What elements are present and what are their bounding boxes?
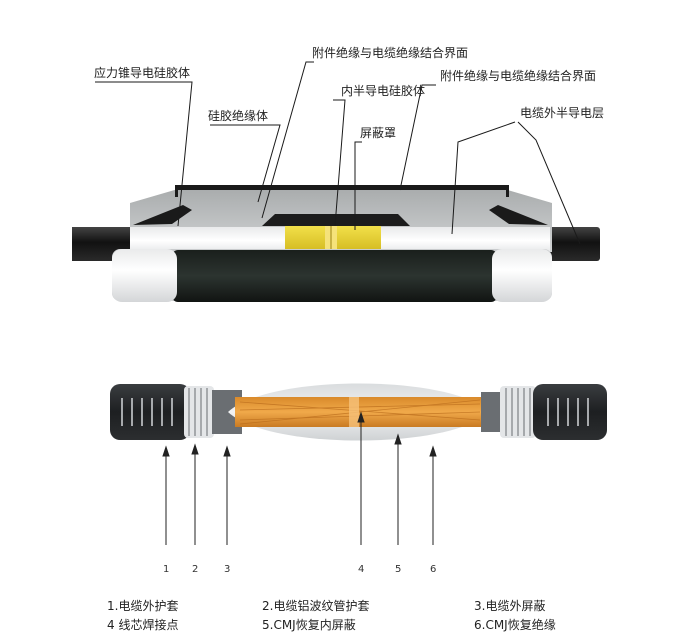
left-jacket-ribs [121, 398, 173, 426]
bottom-arrows [162, 411, 437, 545]
left-corrugation [188, 388, 208, 436]
label-inner-semi: 内半导电硅胶体 [341, 83, 425, 98]
jacket-end-left [112, 249, 177, 302]
stress-cone-right [489, 205, 548, 225]
band-end-left [175, 185, 178, 197]
legend-item-4: 4 线芯焊接点 [107, 618, 179, 632]
legend-item-3: 3.电缆外屏蔽 [474, 599, 546, 613]
right-outer-shield [481, 392, 503, 432]
legend-item-1: 1.电缆外护套 [107, 599, 179, 613]
left-outer-jacket [110, 384, 190, 440]
number-3: 3 [224, 564, 230, 575]
legend-item-2: 2.电缆铝波纹管护套 [262, 599, 370, 613]
band-end-right [506, 185, 509, 197]
legend-item-6: 6.CMJ恢复绝缘 [474, 618, 556, 632]
label-stress-cone: 应力锥导电硅胶体 [94, 65, 190, 80]
weld-point [349, 397, 359, 427]
right-jacket-ribs [547, 398, 589, 426]
legend-item-5: 5.CMJ恢复内屏蔽 [262, 618, 356, 632]
number-1: 1 [163, 564, 169, 575]
label-interface-2: 附件绝缘与电缆绝缘结合界面 [440, 68, 596, 83]
outer-jacket-body [172, 250, 497, 302]
label-interface-1: 附件绝缘与电缆绝缘结合界面 [312, 45, 468, 60]
joint-cross-section [72, 185, 600, 302]
stress-cone-left [133, 205, 192, 225]
right-corrugation [505, 388, 531, 436]
top-leader-lines [95, 61, 581, 245]
right-cable-stub [540, 227, 600, 261]
cable-layers-illustration [110, 383, 607, 441]
jacket-end-right [492, 249, 552, 302]
number-5: 5 [395, 564, 401, 575]
number-2: 2 [192, 564, 198, 575]
right-outer-jacket [533, 384, 607, 440]
label-silicone-insulation: 硅胶绝缘体 [208, 108, 268, 123]
label-outer-semi: 电缆外半导电层 [520, 106, 604, 120]
label-shield-cover: 屏蔽罩 [360, 126, 396, 140]
number-4: 4 [358, 564, 364, 575]
outer-semi-band [175, 185, 509, 190]
number-6: 6 [430, 564, 436, 575]
inner-semi-conductor [262, 214, 410, 226]
